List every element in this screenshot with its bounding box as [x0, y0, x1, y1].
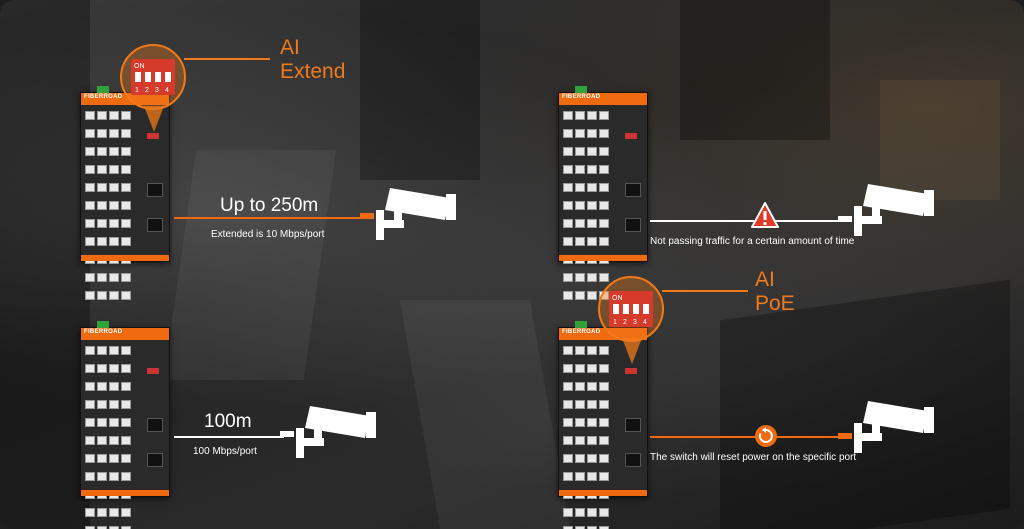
- feature-title: AI PoE: [755, 268, 795, 316]
- dip-switch-icon: ON 1 2 3 4: [609, 291, 653, 327]
- port-grid: [85, 108, 141, 306]
- background-building: [880, 80, 1000, 200]
- status-label: The switch will reset power on the speci…: [650, 452, 857, 463]
- cctv-camera-icon: [838, 401, 934, 453]
- background-building: [360, 0, 480, 180]
- magnifier-pointer: [144, 106, 164, 132]
- port-grid: [563, 108, 619, 306]
- brand-logo: FIBERROAD: [84, 329, 123, 335]
- dip-switch-icon: [147, 133, 159, 139]
- dip-number: 2: [145, 87, 149, 94]
- feature-title: AI Extend: [280, 36, 345, 84]
- feature-title-line: AI: [280, 36, 300, 59]
- brand-logo: FIBERROAD: [84, 94, 123, 100]
- switch-bottom-bar: [81, 255, 169, 261]
- dip-number: 3: [633, 319, 637, 326]
- dip-number: 3: [155, 87, 159, 94]
- feature-title-line: PoE: [755, 292, 795, 315]
- switch-top-bar: [81, 328, 169, 340]
- power-terminal: [97, 321, 109, 328]
- brand-logo: FIBERROAD: [562, 329, 601, 335]
- distance-label: 100m: [204, 411, 252, 432]
- dip-number: 4: [643, 319, 647, 326]
- cctv-camera-icon: [360, 188, 456, 240]
- dip-switch-icon: [147, 368, 159, 374]
- feature-title-line: Extend: [280, 60, 346, 83]
- sfp-port: [625, 418, 641, 432]
- dip-switch-icon: [625, 368, 637, 374]
- sfp-port: [147, 453, 163, 467]
- power-terminal: [575, 321, 587, 328]
- dip-number: 1: [613, 319, 617, 326]
- cctv-camera-icon: [838, 184, 934, 236]
- background-building: [680, 0, 830, 140]
- sfp-port: [625, 183, 641, 197]
- sfp-port: [147, 183, 163, 197]
- speed-label: 100 Mbps/port: [193, 446, 257, 457]
- distance-label: Up to 250m: [220, 195, 319, 216]
- switch-top-bar: [559, 93, 647, 105]
- dip-number: 2: [623, 319, 627, 326]
- port-grid: [563, 343, 619, 529]
- callout-line: [184, 58, 270, 60]
- switch-bottom-bar: [559, 490, 647, 496]
- sfp-port: [625, 453, 641, 467]
- dip-switch-magnifier: ON 1 2 3 4: [120, 44, 186, 132]
- switch-bottom-bar: [559, 255, 647, 261]
- power-reset-icon: [755, 425, 777, 447]
- background-building: [399, 300, 571, 529]
- dip-switch-icon: [625, 133, 637, 139]
- callout-line: [662, 290, 748, 292]
- background-building: [163, 150, 337, 380]
- dip-on-label: ON: [134, 63, 145, 70]
- dip-number: 4: [165, 87, 169, 94]
- port-grid: [85, 343, 141, 529]
- status-label: Not passing traffic for a certain amount…: [650, 236, 855, 247]
- dip-switch-icon: ON 1 2 3 4: [131, 59, 175, 95]
- industrial-switch: FIBERROAD: [558, 86, 648, 300]
- switch-bottom-bar: [81, 490, 169, 496]
- background-building: [0, 0, 90, 529]
- feature-title-line: AI: [755, 268, 775, 291]
- cable-line: [174, 217, 364, 219]
- dip-switch-magnifier: ON 1 2 3 4: [598, 276, 664, 364]
- power-terminal: [97, 86, 109, 93]
- speed-label: Extended is 10 Mbps/port: [211, 229, 325, 240]
- sfp-port: [625, 218, 641, 232]
- warning-triangle-icon: [751, 202, 779, 228]
- cctv-camera-icon: [280, 406, 376, 458]
- dip-on-label: ON: [612, 295, 623, 302]
- cable-line: [174, 436, 284, 438]
- power-terminal: [575, 86, 587, 93]
- cable-line: [650, 220, 850, 222]
- magnifier-pointer: [622, 338, 642, 364]
- cable-line: [650, 436, 850, 438]
- sfp-port: [147, 418, 163, 432]
- dip-number: 1: [135, 87, 139, 94]
- brand-logo: FIBERROAD: [562, 94, 601, 100]
- sfp-port: [147, 218, 163, 232]
- industrial-switch: FIBERROAD: [80, 321, 170, 529]
